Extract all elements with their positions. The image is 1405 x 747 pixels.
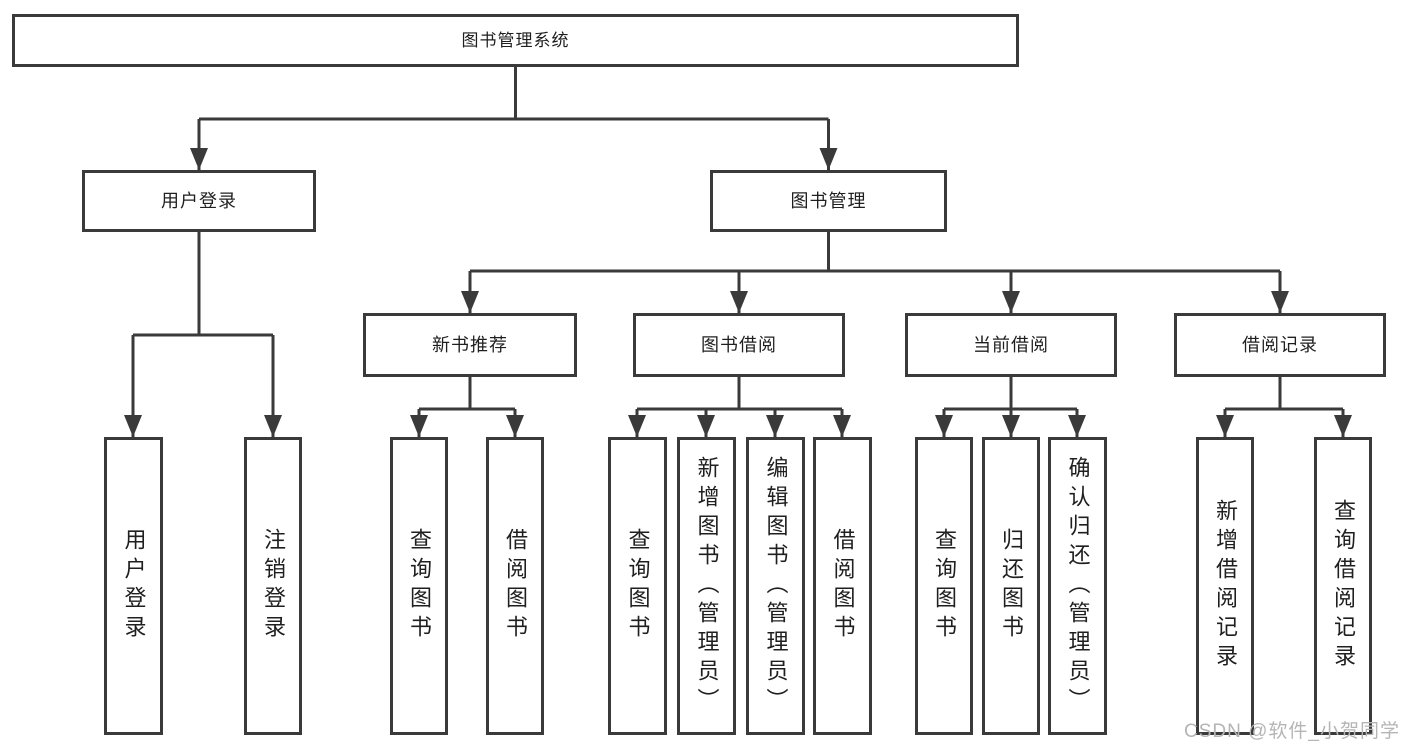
node-new-book-recommend: 新书推荐: [363, 313, 577, 377]
arrow-down-icon: [819, 148, 838, 170]
node-book-borrow: 图书借阅: [633, 313, 845, 377]
arrow-down-icon: [628, 415, 646, 437]
leaf-query-books-3-label: 查询图书: [932, 528, 957, 644]
arrow-down-icon: [264, 415, 282, 437]
node-book-management-label: 图书管理: [790, 191, 867, 211]
node-user-login: 用户登录: [82, 170, 316, 232]
leaf-query-borrow-record: 查询借阅记录: [1314, 437, 1372, 735]
arrow-down-icon: [1271, 291, 1289, 313]
arrow-down-icon: [697, 415, 715, 437]
leaf-add-borrow-record-label: 新增借阅记录: [1213, 499, 1238, 673]
arrow-down-icon: [935, 415, 953, 437]
csdn-watermark: CSDN @软件_小贺同学: [1184, 721, 1400, 742]
node-current-borrow-label: 当前借阅: [973, 335, 1049, 355]
node-borrow-records: 借阅记录: [1174, 313, 1386, 377]
leaf-logout: 注销登录: [244, 437, 302, 735]
node-current-borrow: 当前借阅: [905, 313, 1117, 377]
leaf-add-books-admin: 新增图书（管理员）: [677, 437, 736, 735]
leaf-edit-books-admin-label: 编辑图书（管理员）: [763, 455, 789, 717]
node-root: 图书管理系统: [12, 14, 1019, 67]
arrow-down-icon: [1002, 415, 1020, 437]
leaf-query-books-2: 查询图书: [608, 437, 667, 735]
leaf-edit-books-admin: 编辑图书（管理员）: [746, 437, 805, 735]
leaf-borrow-books-1: 借阅图书: [486, 437, 544, 735]
arrow-down-icon: [461, 291, 479, 313]
node-book-borrow-label: 图书借阅: [701, 335, 777, 355]
node-new-book-recommend-label: 新书推荐: [432, 335, 508, 355]
leaf-borrow-books-1-label: 借阅图书: [503, 528, 528, 644]
arrow-down-icon: [766, 415, 784, 437]
leaf-return-books: 归还图书: [982, 437, 1040, 735]
leaf-confirm-return-admin-label: 确认归还（管理员）: [1065, 455, 1091, 717]
arrow-down-icon: [190, 148, 208, 170]
leaf-query-books-1-label: 查询图书: [407, 528, 432, 644]
leaf-add-books-admin-label: 新增图书（管理员）: [694, 455, 720, 717]
leaf-user-login-label: 用户登录: [121, 528, 147, 644]
node-borrow-records-label: 借阅记录: [1242, 335, 1318, 355]
arrow-down-icon: [1068, 415, 1086, 437]
leaf-query-books-1: 查询图书: [390, 437, 448, 735]
leaf-query-borrow-record-label: 查询借阅记录: [1331, 499, 1356, 673]
leaf-confirm-return-admin: 确认归还（管理员）: [1048, 437, 1107, 735]
leaf-borrow-books-2: 借阅图书: [813, 437, 872, 735]
arrow-down-icon: [506, 415, 524, 437]
leaf-logout-label: 注销登录: [261, 528, 286, 644]
arrow-down-icon: [833, 415, 851, 437]
leaf-borrow-books-2-label: 借阅图书: [830, 528, 856, 644]
leaf-add-borrow-record: 新增借阅记录: [1196, 437, 1254, 735]
arrow-down-icon: [730, 291, 748, 313]
node-root-label: 图书管理系统: [461, 31, 570, 50]
arrow-down-icon: [124, 415, 142, 437]
leaf-query-books-2-label: 查询图书: [625, 528, 651, 644]
leaf-query-books-3: 查询图书: [915, 437, 973, 735]
arrow-down-icon: [1002, 291, 1020, 313]
arrow-down-icon: [1334, 415, 1352, 437]
leaf-return-books-label: 归还图书: [999, 528, 1024, 644]
leaf-user-login: 用户登录: [104, 437, 163, 735]
arrow-down-icon: [410, 415, 428, 437]
arrow-down-icon: [1216, 415, 1234, 437]
node-user-login-label: 用户登录: [161, 191, 237, 211]
node-book-management: 图书管理: [710, 170, 947, 232]
